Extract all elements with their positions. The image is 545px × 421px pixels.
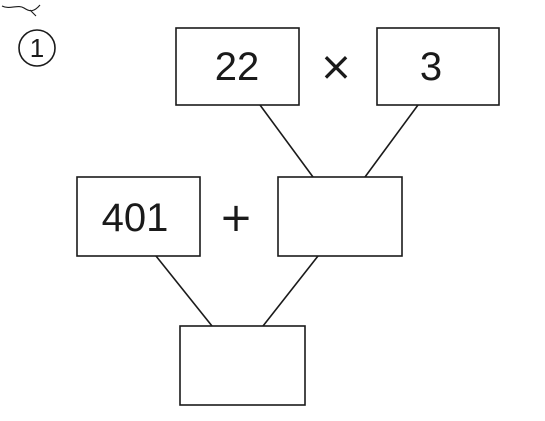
corner-scribble-icon [1, 4, 41, 17]
connector-3-to-product [364, 104, 419, 178]
problem-number: 1 [30, 33, 44, 63]
final-answer-box[interactable] [179, 325, 306, 406]
problem-number-badge: 1 [18, 29, 56, 67]
top-right-value: 3 [420, 45, 442, 89]
connector-22-to-product [259, 104, 314, 178]
connector-401-to-result [155, 255, 213, 327]
multiply-operator: × [319, 44, 353, 90]
connector-product-to-result [262, 255, 319, 327]
middle-left-value: 401 [102, 196, 169, 240]
middle-left-box: 401 [76, 176, 201, 257]
plus-operator: + [219, 195, 253, 241]
problem-number-circle [18, 29, 56, 67]
top-left-box: 22 [175, 27, 300, 106]
top-left-value: 22 [215, 45, 260, 89]
product-answer-box[interactable] [277, 176, 403, 257]
top-right-box: 3 [376, 27, 500, 106]
